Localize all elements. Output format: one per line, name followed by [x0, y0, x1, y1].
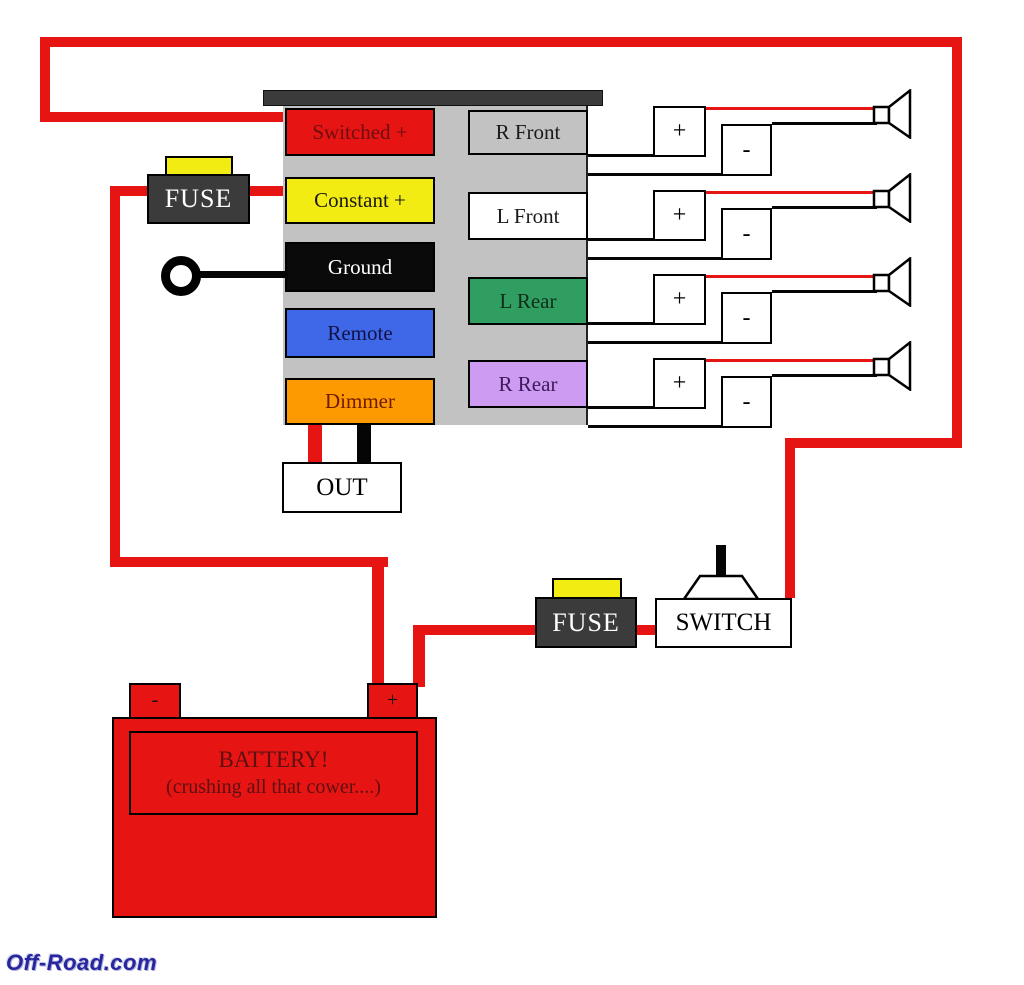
speaker-negative-terminal: - — [721, 376, 772, 428]
speaker-feed-line-plus — [588, 154, 653, 157]
speaker-negative-wire — [772, 290, 877, 293]
speaker-feed-line-minus — [588, 173, 722, 176]
plus-label: + — [672, 118, 687, 144]
switch-label: SWITCH — [675, 609, 772, 636]
switched-feed-wire — [40, 112, 288, 122]
speaker-icon — [872, 89, 912, 139]
power-wire-left-vertical — [40, 37, 50, 122]
output-box-r-front: R Front — [468, 110, 588, 155]
output-box-l-rear: L Rear — [468, 277, 588, 325]
out-label: OUT — [316, 473, 368, 501]
wire-box-switched-label: Switched + — [312, 119, 408, 144]
battery-left-wire-horizontal — [110, 557, 388, 567]
battery-title: BATTERY! — [218, 747, 329, 773]
output-box-l-front-label: L Front — [496, 203, 560, 228]
fuse-battery-tab — [165, 156, 233, 176]
wire-box-switched: Switched + — [285, 108, 435, 156]
speaker-feed-line-minus — [588, 257, 722, 260]
fuse2-switch-wire — [637, 625, 655, 635]
speaker-icon — [872, 341, 912, 391]
switch-box: SWITCH — [655, 598, 792, 648]
ground-wire — [198, 271, 288, 278]
speaker-negative-wire — [772, 122, 877, 125]
speaker-negative-wire — [772, 374, 877, 377]
fuse2-feed-wire — [413, 625, 535, 635]
battery-left-wire-vertical — [110, 186, 120, 567]
wire-box-remote-label: Remote — [327, 320, 393, 345]
fuse-battery-label: FUSE — [164, 184, 233, 213]
battery-left-wire-drop — [372, 557, 384, 687]
ground-ring-icon — [161, 256, 201, 296]
speaker-positive-terminal: + — [653, 106, 706, 157]
wire-box-constant-label: Constant + — [314, 188, 406, 212]
wire-box-dimmer: Dimmer — [285, 378, 435, 425]
minus-label: - — [742, 220, 751, 247]
speaker-positive-terminal: + — [653, 190, 706, 241]
output-box-r-rear-label: R Rear — [498, 371, 558, 396]
output-box-l-front: L Front — [468, 192, 588, 240]
speaker-negative-terminal: - — [721, 124, 772, 176]
switch-drop-wire — [785, 438, 795, 598]
output-box-r-rear: R Rear — [468, 360, 588, 408]
speaker-negative-wire — [772, 206, 877, 209]
speaker-feed-line-minus — [588, 341, 722, 344]
battery-positive-post: + — [367, 683, 418, 719]
fuse-battery: FUSE — [147, 174, 250, 224]
power-wire-right-vertical — [952, 37, 962, 448]
battery-positive-riser — [413, 625, 425, 687]
speaker-positive-terminal: + — [653, 274, 706, 325]
power-wire-right-horizontal — [788, 438, 962, 448]
speaker-feed-line-plus — [588, 238, 653, 241]
switch-lever-icon — [716, 545, 726, 578]
head-unit-top-bar — [263, 90, 603, 106]
battery-positive-label: + — [386, 689, 399, 711]
out-box: OUT — [282, 462, 402, 513]
dimmer-out-red-wire — [308, 425, 322, 464]
fuse-switch-label: FUSE — [552, 607, 620, 637]
speaker-negative-terminal: - — [721, 208, 772, 260]
wire-box-constant: Constant + — [285, 177, 435, 224]
speaker-negative-terminal: - — [721, 292, 772, 344]
dimmer-out-black-wire — [357, 425, 371, 464]
speaker-positive-wire — [706, 191, 877, 194]
battery-negative-label: - — [151, 689, 159, 711]
speaker-positive-wire — [706, 359, 877, 362]
minus-label: - — [742, 304, 751, 331]
power-wire-top — [40, 37, 962, 47]
plus-label: + — [672, 202, 687, 228]
speaker-feed-line-plus — [588, 406, 653, 409]
fuse-switch-tab — [552, 578, 622, 599]
plus-label: + — [672, 286, 687, 312]
plus-label: + — [672, 370, 687, 396]
speaker-icon — [872, 173, 912, 223]
speaker-positive-terminal: + — [653, 358, 706, 409]
speaker-feed-line-plus — [588, 322, 653, 325]
battery-subtitle: (crushing all that cower....) — [166, 775, 381, 798]
speaker-positive-wire — [706, 275, 877, 278]
speaker-icon — [872, 257, 912, 307]
minus-label: - — [742, 136, 751, 163]
watermark-text: Off-Road.com — [6, 950, 158, 975]
wire-box-remote: Remote — [285, 308, 435, 358]
battery-negative-post: - — [129, 683, 181, 719]
speaker-feed-line-minus — [588, 425, 722, 428]
wire-box-dimmer-label: Dimmer — [325, 389, 395, 413]
minus-label: - — [742, 388, 751, 415]
battery-label-box: BATTERY! (crushing all that cower....) — [129, 731, 418, 815]
fuse-switch: FUSE — [535, 597, 637, 648]
output-box-r-front-label: R Front — [495, 120, 561, 144]
watermark: Off-Road.com — [6, 950, 157, 976]
wire-box-ground-label: Ground — [327, 254, 393, 279]
switch-toggle-icon — [681, 574, 761, 600]
wire-box-ground: Ground — [285, 242, 435, 292]
speaker-positive-wire — [706, 107, 877, 110]
output-box-l-rear-label: L Rear — [499, 288, 557, 313]
